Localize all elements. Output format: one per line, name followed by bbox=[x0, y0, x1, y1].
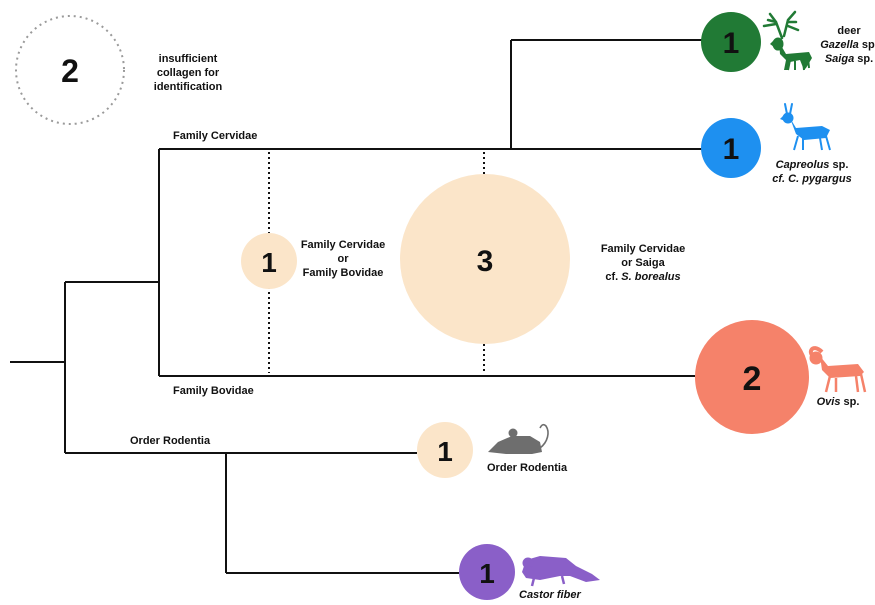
capreolus-label-line-2: cf. C. pygargus bbox=[772, 173, 852, 185]
legend-circle bbox=[15, 15, 125, 125]
node-cervidae-bovidae-label: Family Cervidae or Family Bovidae bbox=[290, 238, 396, 280]
capreolus-sp: sp. bbox=[829, 159, 849, 171]
node-ovis-count: 2 bbox=[743, 360, 762, 398]
cervidae-bovidae-line-2: or bbox=[337, 253, 349, 265]
gazella-sp: sp. bbox=[861, 39, 875, 51]
deer-label-line-1: deer bbox=[837, 25, 861, 37]
gazella-genus: Gazella bbox=[820, 39, 859, 51]
node-ovis-label: Ovis sp. bbox=[808, 395, 868, 409]
node-deer-label: deer Gazella sp. Saiga sp. bbox=[812, 24, 875, 66]
saiga-species: S. borealus bbox=[621, 271, 681, 283]
capreolus-label-line-1: Capreolus sp. bbox=[762, 158, 862, 172]
ovis-sp: sp. bbox=[840, 396, 860, 408]
node-deer-circle bbox=[701, 12, 761, 72]
deer-label-line-3: Saiga sp. bbox=[812, 52, 875, 66]
ovis-genus: Ovis bbox=[816, 396, 841, 408]
node-rodentia-count: 1 bbox=[437, 436, 453, 467]
node-deer-count: 1 bbox=[723, 27, 740, 60]
branch-label-cervidae: Family Cervidae bbox=[173, 130, 258, 142]
node-capreolus-circle bbox=[701, 118, 761, 178]
node-capreolus-label: Capreolus sp. cf. C. pygargus bbox=[762, 158, 862, 186]
node-capreolus-count: 1 bbox=[723, 133, 740, 166]
node-rodentia-label: Order Rodentia bbox=[487, 462, 568, 474]
cervidae-bovidae-line-1: Family Cervidae bbox=[300, 239, 386, 251]
ram-icon bbox=[808, 346, 867, 393]
capreolus-genus: Capreolus bbox=[775, 159, 830, 171]
legend-count: 2 bbox=[61, 53, 79, 89]
tree-lines bbox=[10, 39, 702, 574]
branch-label-rodentia: Order Rodentia bbox=[130, 435, 211, 447]
legend-line-3: identification bbox=[153, 81, 223, 93]
mouse-icon bbox=[488, 423, 549, 454]
cf-prefix: cf. bbox=[605, 271, 622, 283]
cervidae-saiga-line-2: or Saiga bbox=[621, 257, 665, 269]
legend-text: insufficient collagen for identification bbox=[133, 52, 243, 94]
node-cervidae-saiga-circle bbox=[400, 174, 570, 344]
saiga-sp: sp. bbox=[854, 53, 874, 65]
legend-line-2: collagen for bbox=[156, 67, 220, 79]
legend-line-1: insufficient bbox=[158, 53, 218, 65]
node-cervidae-saiga-label: Family Cervidae or Saiga cf. S. borealus bbox=[588, 242, 698, 284]
node-castor-label: Castor fiber bbox=[519, 589, 581, 601]
node-cervidae-bovidae-count: 1 bbox=[261, 247, 277, 278]
node-cervidae-bovidae-circle bbox=[241, 233, 297, 289]
saiga-genus: Saiga bbox=[824, 53, 855, 65]
beaver-icon bbox=[522, 556, 600, 587]
deer-label-line-2: Gazella sp. bbox=[812, 38, 875, 52]
node-castor-circle bbox=[459, 544, 515, 600]
node-rodentia-circle bbox=[417, 422, 473, 478]
deer-icon bbox=[762, 10, 812, 71]
node-ovis-circle bbox=[695, 320, 809, 434]
cervidae-saiga-line-3: cf. S. borealus bbox=[588, 270, 698, 284]
branch-label-bovidae: Family Bovidae bbox=[173, 385, 254, 397]
node-castor-count: 1 bbox=[479, 558, 495, 589]
cervidae-saiga-line-1: Family Cervidae bbox=[600, 243, 686, 255]
roe-deer-icon bbox=[780, 103, 831, 151]
node-cervidae-saiga-count: 3 bbox=[477, 245, 494, 278]
cervidae-bovidae-line-3: Family Bovidae bbox=[302, 267, 384, 279]
